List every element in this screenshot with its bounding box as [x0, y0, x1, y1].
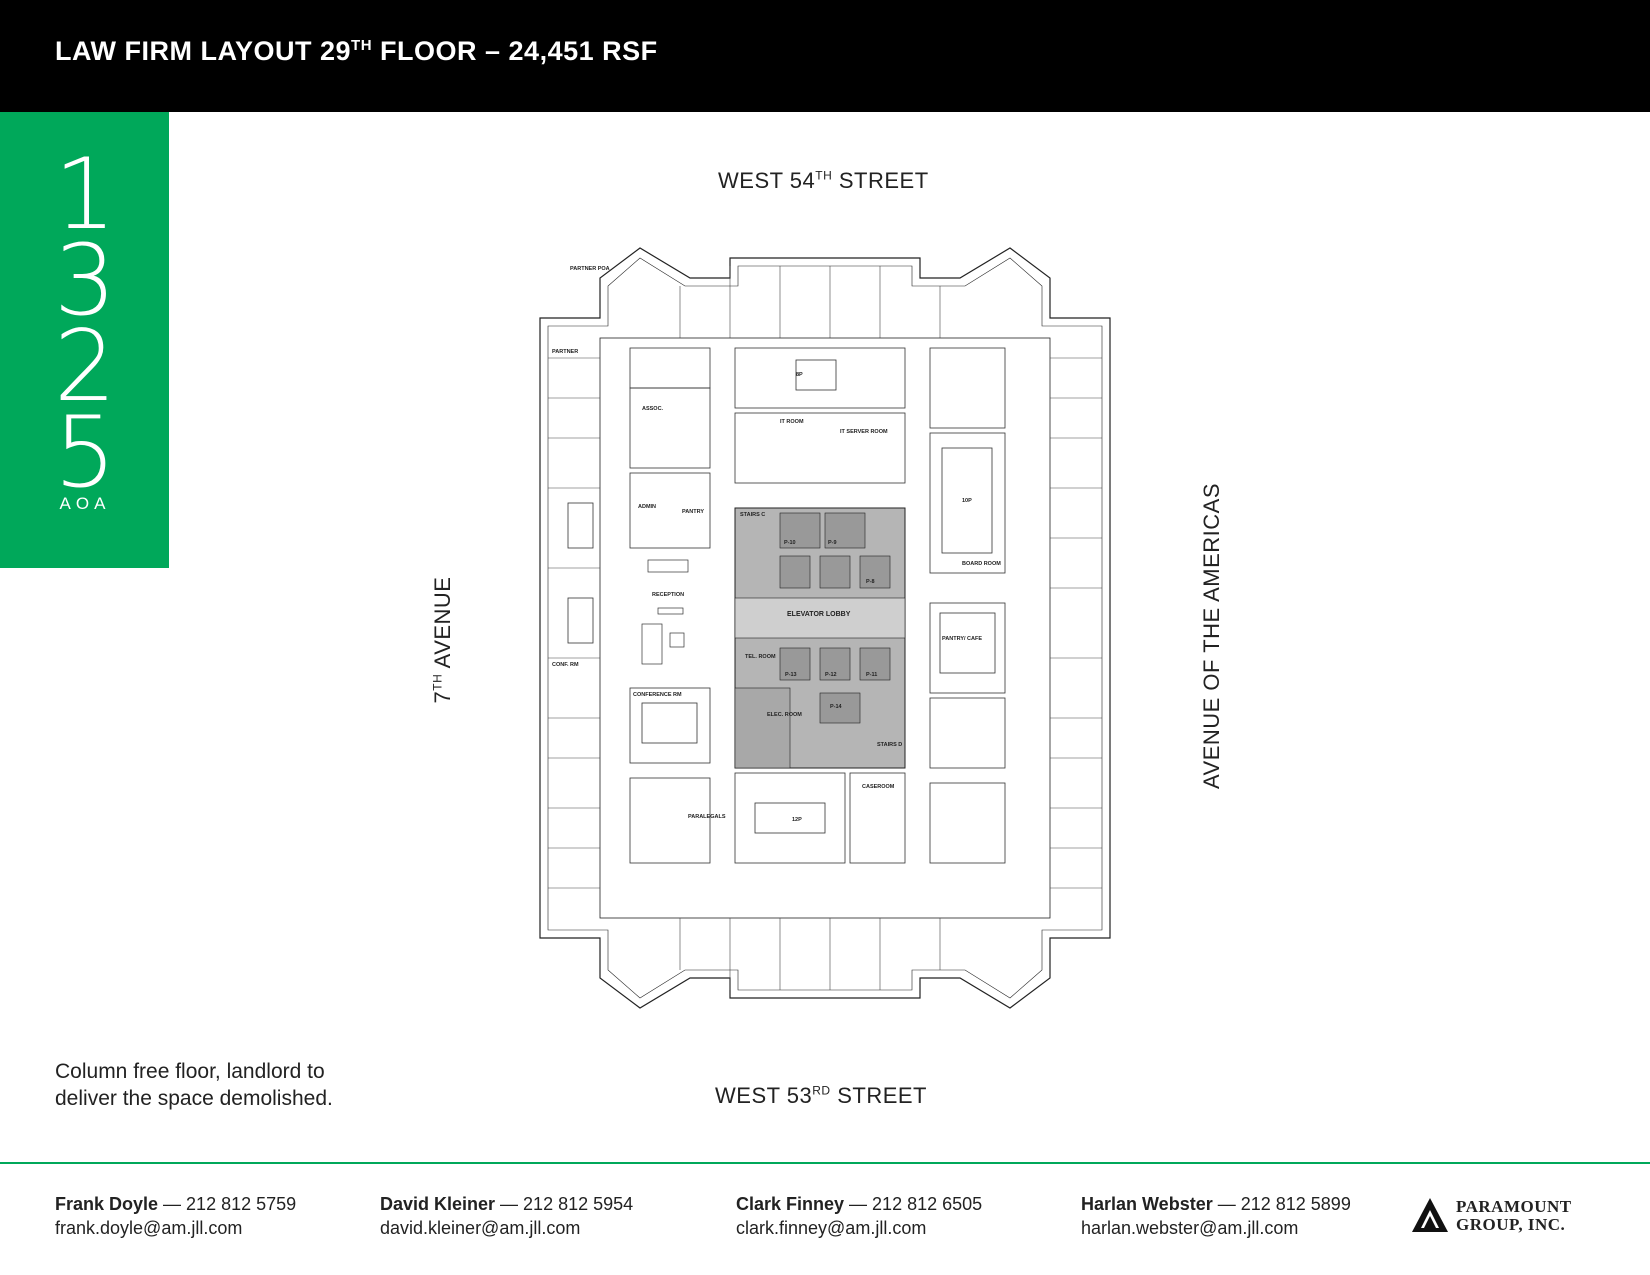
label-p12: P-12	[825, 672, 837, 678]
paramount-logo: PARAMOUNT GROUP, INC.	[1412, 1198, 1602, 1238]
contact-email[interactable]: clark.finney@am.jll.com	[736, 1218, 927, 1238]
contact-phone: — 212 812 6505	[844, 1194, 983, 1214]
street-label-right: AVENUE OF THE AMERICAS	[1199, 482, 1224, 790]
mountain-logo-icon	[1412, 1198, 1448, 1232]
building-core	[734, 507, 906, 769]
label-seats-10p: 10P	[962, 498, 972, 504]
logo-line2: GROUP, INC.	[1456, 1215, 1566, 1234]
contact-card: Clark Finney — 212 812 6505 clark.finney…	[736, 1192, 982, 1240]
label-p11: P-11	[866, 672, 877, 678]
label-conf-rm: CONF. RM	[552, 662, 579, 668]
contact-card: Harlan Webster — 212 812 5899 harlan.web…	[1081, 1192, 1351, 1240]
label-p14: P-14	[830, 704, 843, 710]
label-p9: P-9	[828, 540, 837, 546]
label-p10: P-10	[784, 540, 796, 546]
perimeter-offices	[548, 266, 1102, 990]
contact-email[interactable]: frank.doyle@am.jll.com	[55, 1218, 243, 1238]
contact-phone: — 212 812 5759	[158, 1194, 297, 1214]
label-seats-12p: 12P	[792, 817, 802, 823]
label-reception: RECEPTION	[652, 592, 684, 598]
floor-plan: ELEVATOR LOBBY RECEPTION CONFERENCE RM B…	[539, 247, 1111, 1009]
logo-line1: PARAMOUNT	[1456, 1197, 1572, 1216]
floor-note: Column free floor, landlord to deliver t…	[55, 1060, 333, 1110]
contact-name: David Kleiner	[380, 1194, 496, 1214]
label-it-room: IT ROOM	[780, 419, 804, 425]
label-conference-rm: CONFERENCE RM	[633, 692, 682, 698]
label-admin: ADMIN	[638, 504, 656, 510]
street-label-left: 7TH AVENUE	[430, 576, 455, 704]
label-stairs-d: STAIRS D	[877, 742, 902, 748]
label-elevator-lobby: ELEVATOR LOBBY	[787, 611, 851, 618]
header-bar: LAW FIRM LAYOUT 29TH FLOOR – 24,451 RSF	[0, 0, 1650, 112]
label-tel-room: TEL. ROOM	[745, 654, 776, 660]
label-paralegals: PARALEGALS	[688, 814, 726, 820]
contact-card: David Kleiner — 212 812 5954 david.klein…	[380, 1192, 633, 1240]
label-p8: P-8	[866, 579, 875, 585]
street-label-bottom: WEST 53RD STREET	[715, 1083, 927, 1108]
label-partner: PARTNER	[552, 349, 578, 355]
label-pantry: PANTRY	[682, 509, 704, 515]
contact-name: Frank Doyle	[55, 1194, 159, 1214]
contact-name: Clark Finney	[736, 1194, 845, 1214]
reception-furniture	[641, 559, 689, 665]
interior-rooms	[567, 347, 1006, 864]
brand-number: 1 3 2 5	[53, 138, 117, 510]
label-p13: P-13	[785, 672, 797, 678]
footer-divider	[0, 1162, 1650, 1164]
contact-name: Harlan Webster	[1081, 1194, 1213, 1214]
brand-subtitle: AOA	[59, 494, 111, 513]
label-elec-room: ELEC. ROOM	[767, 712, 802, 718]
brand-panel: 1 3 2 5 AOA	[0, 112, 169, 568]
street-label-top: WEST 54TH STREET	[718, 168, 929, 193]
label-it-server-room: IT SERVER ROOM	[840, 429, 888, 435]
label-assoc: ASSOC.	[642, 406, 664, 412]
contact-email[interactable]: david.kleiner@am.jll.com	[380, 1218, 581, 1238]
label-caseroom: CASEROOM	[862, 784, 895, 790]
label-stairs-c: STAIRS C	[740, 512, 765, 518]
label-seats-8p: 8P	[796, 372, 803, 378]
contact-phone: — 212 812 5899	[1212, 1194, 1351, 1214]
contact-email[interactable]: harlan.webster@am.jll.com	[1081, 1218, 1299, 1238]
label-pantry-cafe: PANTRY/ CAFE	[942, 636, 982, 642]
label-board-room: BOARD ROOM	[962, 561, 1001, 567]
contact-phone: — 212 812 5954	[495, 1194, 634, 1214]
page-title: LAW FIRM LAYOUT 29TH FLOOR – 24,451 RSF	[55, 36, 658, 66]
label-partner-poa: PARTNER POA	[570, 266, 610, 272]
contact-card: Frank Doyle — 212 812 5759 frank.doyle@a…	[55, 1192, 296, 1240]
